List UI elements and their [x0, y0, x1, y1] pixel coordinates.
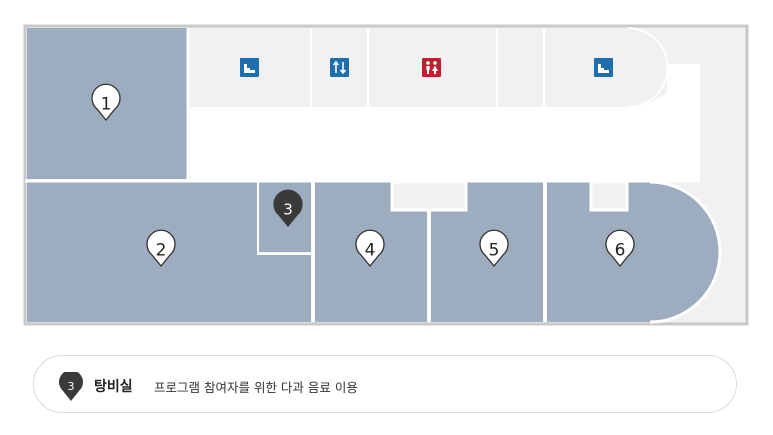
- location-pin-icon: 3: [59, 372, 83, 401]
- legend-room-title: 탕비실: [94, 379, 133, 395]
- room-4-number: 4: [365, 241, 376, 261]
- service-area: [498, 28, 543, 107]
- legend-room-number: 3: [68, 380, 75, 393]
- restroom-icon: [422, 58, 441, 77]
- room-5-pin[interactable]: 5: [479, 229, 509, 268]
- floor-plan: 1 2 3 4 5 6: [23, 24, 749, 326]
- storage-nook-right: [589, 180, 629, 212]
- legend-room-description: 프로그램 참여자를 위한 다과 음료 이용: [154, 380, 358, 395]
- room-1-number: 1: [101, 95, 112, 115]
- corridor: [190, 64, 700, 180]
- room-2-pin[interactable]: 2: [146, 229, 176, 268]
- elevator-icon: [330, 58, 349, 77]
- room-1-pin[interactable]: 1: [91, 83, 121, 122]
- stairs-icon: [240, 58, 259, 77]
- storage-nook: [390, 180, 468, 212]
- stairs-icon: [594, 58, 613, 77]
- room-4-pin[interactable]: 4: [355, 229, 385, 268]
- room-6-number: 6: [615, 241, 626, 261]
- room-3-pin[interactable]: 3: [273, 189, 303, 228]
- room-6-pin[interactable]: 6: [605, 229, 635, 268]
- room-2-number: 2: [156, 241, 167, 261]
- room-3-number: 3: [283, 201, 293, 219]
- room-6[interactable]: [547, 182, 720, 322]
- room-5-number: 5: [489, 241, 500, 261]
- room-info-panel: 3 탕비실 프로그램 참여자를 위한 다과 음료 이용: [33, 355, 737, 413]
